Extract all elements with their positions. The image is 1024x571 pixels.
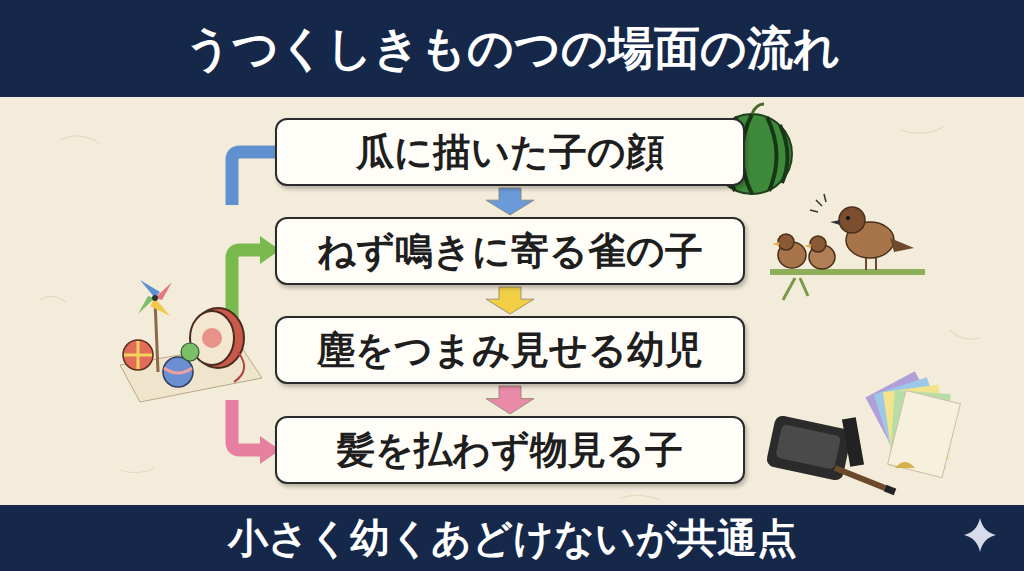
process-box: 瓜に描いた子の顔 bbox=[275, 118, 745, 186]
process-box: 塵をつまみ見せる幼児 bbox=[275, 316, 745, 384]
caption: 小さく幼くあどけないが共通点 bbox=[0, 512, 1024, 564]
side-connectors bbox=[232, 152, 280, 464]
process-box: 髪を払わず物見る子 bbox=[275, 416, 745, 484]
process-box: ねず鳴きに寄る雀の子 bbox=[275, 217, 745, 285]
box-label: 塵をつまみ見せる幼児 bbox=[317, 329, 703, 371]
title: うつくしきものつの場面の流れ bbox=[0, 20, 1024, 76]
toys-illustration bbox=[120, 280, 262, 402]
pink-bracket bbox=[232, 400, 262, 450]
flow-arrow bbox=[486, 386, 534, 414]
box-label: 髪を払わず物見る子 bbox=[337, 429, 683, 471]
box-label: 瓜に描いた子の顔 bbox=[356, 131, 664, 173]
caption-band bbox=[0, 505, 1024, 571]
flow-arrow bbox=[486, 287, 534, 314]
blue-bracket bbox=[232, 152, 276, 205]
sparkle-icon bbox=[964, 518, 996, 552]
title-band bbox=[0, 0, 1024, 97]
flow-arrow bbox=[486, 188, 534, 215]
box-label: ねず鳴きに寄る雀の子 bbox=[317, 230, 703, 272]
sparrows-illustration bbox=[770, 194, 925, 300]
calligraphy-illustration bbox=[765, 371, 960, 492]
